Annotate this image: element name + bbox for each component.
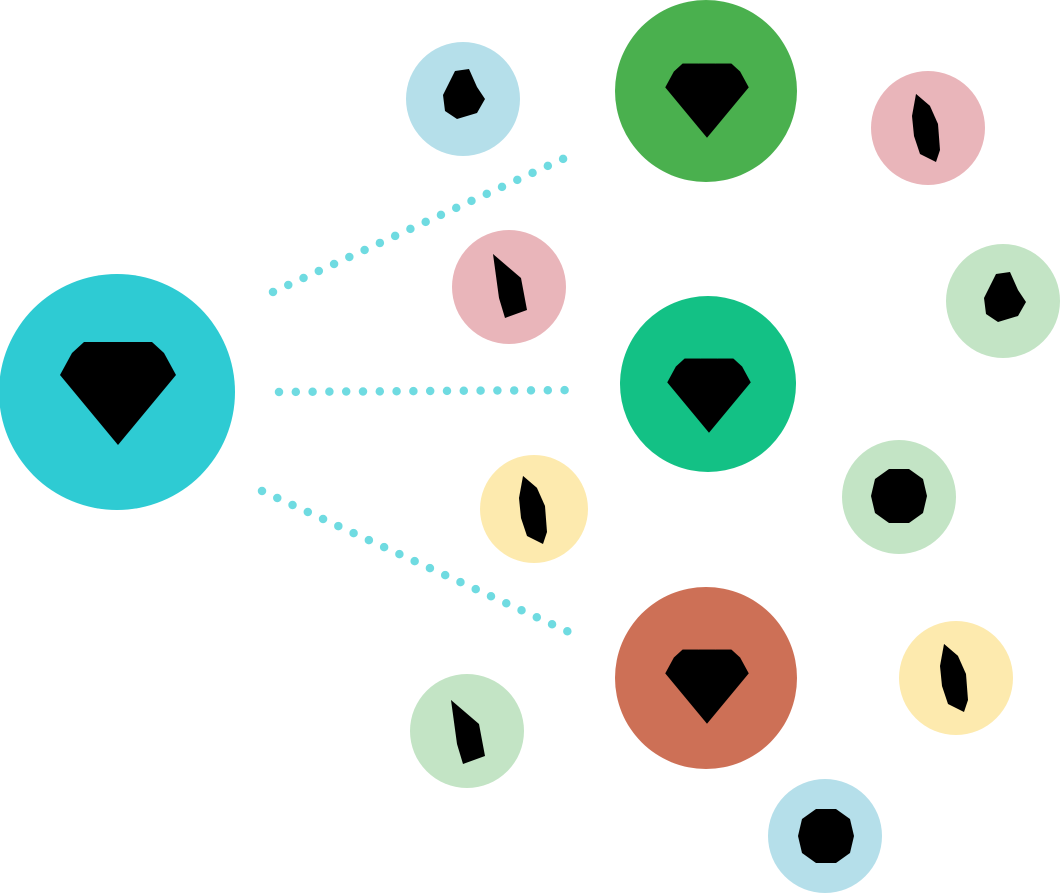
gem-round-icon: [871, 469, 927, 523]
crystal-node-green-mid-right: [842, 440, 956, 554]
crystal-node-yellow-right: [899, 621, 1013, 735]
connector-to-top-target: [268, 147, 583, 297]
source-node: [0, 274, 235, 510]
crystal-node-pink-top-right: [871, 71, 985, 185]
connector-to-middle-target: [274, 385, 586, 397]
crystal-node-blue-bottom: [768, 779, 882, 893]
crystal-node-blue-top: [406, 42, 520, 156]
target-node-middle: [620, 296, 796, 472]
target-node-bottom: [615, 587, 797, 769]
crystal-node-yellow-left: [480, 455, 588, 563]
crystal-node-green-right: [946, 244, 1060, 358]
target-node-top: [615, 0, 797, 182]
gem-round-icon: [798, 809, 854, 863]
connectors: [257, 147, 587, 643]
crystal-node-pink-upper: [452, 230, 566, 344]
crystal-node-green-bottom-left: [410, 674, 524, 788]
